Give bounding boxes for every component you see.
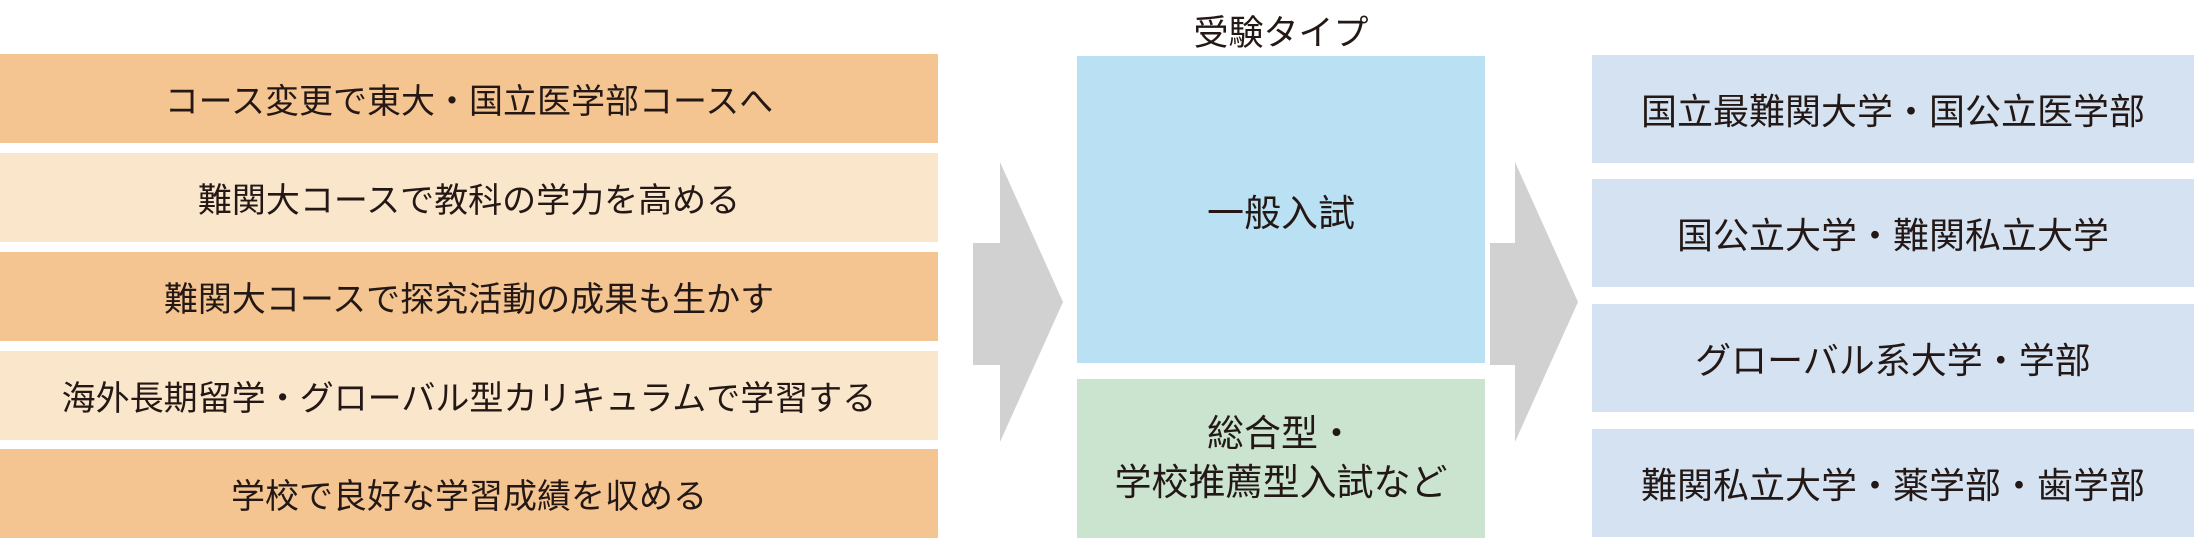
target-university-row-1: 国立最難関大学・国公立医学部 [1592,55,2194,163]
recommendation-exam-box: 総合型・ 学校推薦型入試など [1077,379,1485,538]
left-path-row-3: 難関大コースで探究活動の成果も生かす [0,252,938,341]
recommendation-exam-line-1: 総合型・ [1207,412,1355,454]
right-arrow-icon [1490,162,1578,442]
left-path-row-4: 海外長期留学・グローバル型カリキュラムで学習する [0,351,938,440]
recommendation-exam-line-2: 学校推薦型入試など [1114,461,1448,503]
target-university-row-4: 難関私立大学・薬学部・歯学部 [1592,429,2194,537]
left-path-row-1: コース変更で東大・国立医学部コースへ [0,54,938,143]
general-exam-box: 一般入試 [1077,56,1485,363]
left-path-row-5: 学校で良好な学習成績を収める [0,449,938,538]
right-arrow-icon [973,162,1063,442]
exam-type-heading: 受験タイプ [1193,14,1369,53]
target-university-row-2: 国公立大学・難関私立大学 [1592,179,2194,287]
target-university-row-3: グローバル系大学・学部 [1592,304,2194,412]
left-path-row-2: 難関大コースで教科の学力を高める [0,153,938,242]
